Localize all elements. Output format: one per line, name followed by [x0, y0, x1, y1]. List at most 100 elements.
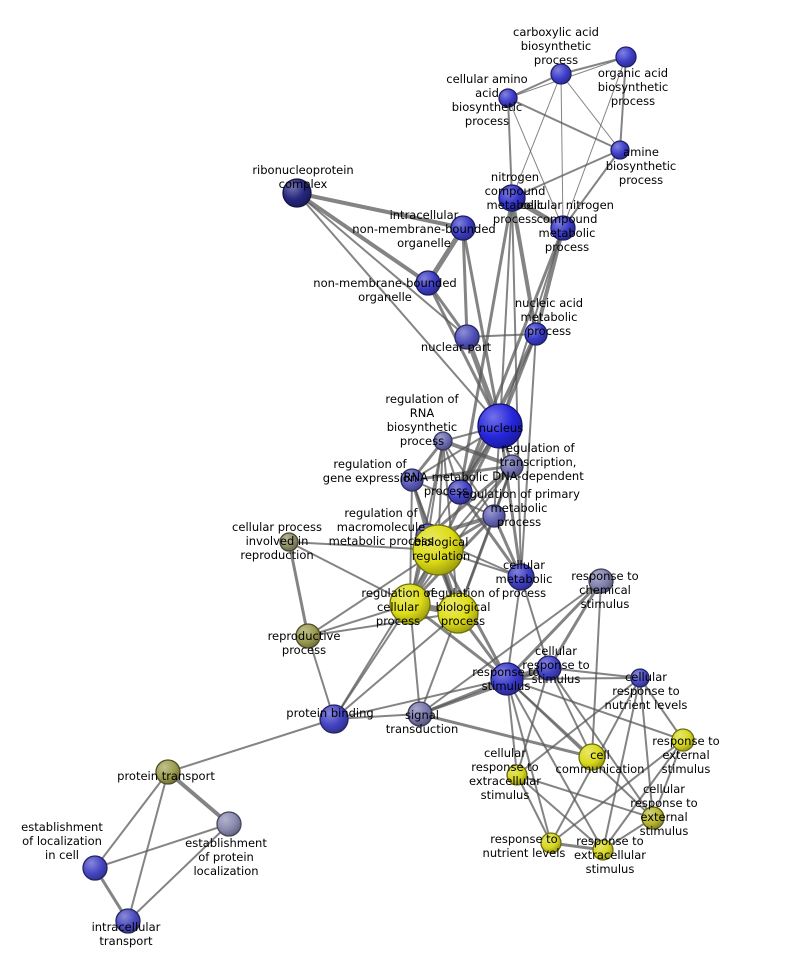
- node-est_protein_localization[interactable]: [216, 811, 242, 837]
- edge-carboxylic_acid--amine: [560, 73, 621, 151]
- edge-cellular_resp_stimulus--cell_communication: [548, 667, 593, 758]
- node-label-nucleus: nucleus: [479, 421, 523, 435]
- node-cellular_metabolic[interactable]: [507, 563, 535, 591]
- edge-organic_acid--cellular_nitrogen: [562, 56, 627, 229]
- node-reg_biological[interactable]: [437, 592, 479, 634]
- node-est_localization_cell[interactable]: [82, 855, 108, 881]
- node-cellular_resp_external[interactable]: [641, 806, 665, 830]
- node-reg_primary[interactable]: [482, 504, 506, 528]
- edge-protein_binding--reg_biological: [333, 612, 459, 720]
- node-cellular_resp_stimulus[interactable]: [536, 655, 562, 681]
- node-intracellular_transport[interactable]: [115, 908, 141, 934]
- node-cellular_amino[interactable]: [498, 88, 518, 108]
- node-nitrogen_compound[interactable]: [498, 184, 526, 212]
- node-resp_stimulus[interactable]: [490, 662, 524, 696]
- node-rna_metabolic[interactable]: [447, 479, 473, 505]
- edge-carboxylic_acid--nitrogen_compound: [511, 73, 562, 199]
- edge-resp_stimulus--cellular_resp_nutrient: [506, 677, 641, 680]
- edge-cellular_amino--amine: [507, 97, 621, 151]
- node-biological_regulation[interactable]: [412, 524, 464, 576]
- node-nucleus[interactable]: [477, 403, 523, 449]
- edge-signal_transduction--cell_communication: [418, 712, 594, 759]
- node-resp_chemical[interactable]: [588, 568, 614, 594]
- edge-ribonucleoprotein--nuclear_part: [296, 192, 468, 338]
- edge-protein_binding--reg_cellular: [333, 603, 411, 720]
- edge-resp_stimulus--resp_nutrient: [506, 678, 552, 844]
- edge-carboxylic_acid--organic_acid: [560, 56, 627, 75]
- node-reg_gene_expr[interactable]: [400, 468, 424, 492]
- node-resp_extracellular[interactable]: [592, 839, 614, 861]
- node-cellular_nitrogen[interactable]: [550, 215, 576, 241]
- edge-protein_transport--est_localization_cell: [94, 771, 169, 869]
- node-cellular_resp_extracellular[interactable]: [506, 764, 528, 786]
- edge-reg_transcription--reg_macromolecule: [426, 464, 514, 538]
- edge-reg_gene_expr--reg_cellular: [409, 479, 413, 605]
- node-nmb_organelle[interactable]: [415, 270, 441, 296]
- node-resp_nutrient[interactable]: [540, 832, 562, 854]
- node-reg_rna_biosynth[interactable]: [433, 431, 453, 451]
- edge-reproductive_process--biological_regulation: [307, 549, 439, 637]
- edge-cellular_resp_nutrient--cellular_resp_extracellular: [516, 677, 641, 776]
- node-organic_acid[interactable]: [615, 46, 637, 68]
- node-amine[interactable]: [610, 140, 630, 160]
- node-cell_proc_reproduction[interactable]: [279, 532, 299, 552]
- edge-cellular_metabolic--cellular_resp_stimulus: [520, 576, 550, 669]
- node-protein_binding[interactable]: [319, 704, 349, 734]
- edge-nmb_organelle--nucleus: [426, 281, 502, 428]
- edge-resp_chemical--cellular_resp_stimulus: [547, 579, 603, 670]
- edge-rna_metabolic--cellular_metabolic: [458, 490, 523, 579]
- edge-cellular_amino--cellular_nitrogen: [507, 97, 564, 229]
- edge-nucleus--cellular_metabolic: [498, 424, 523, 579]
- edge-protein_transport--intracellular_transport: [127, 771, 169, 922]
- node-label-protein_transport: protein transport: [117, 769, 215, 783]
- node-nucleic_acid[interactable]: [524, 322, 548, 346]
- edge-cellular_resp_extracellular--resp_nutrient: [516, 774, 552, 844]
- node-reg_cellular[interactable]: [389, 583, 431, 625]
- edge-cellular_metabolic--nitrogen_compound: [511, 197, 522, 578]
- node-signal_transduction[interactable]: [407, 701, 433, 727]
- node-intracellular_nmb_organelle[interactable]: [450, 215, 476, 241]
- edge-ribonucleoprotein--nmb_organelle: [295, 191, 430, 285]
- node-protein_transport[interactable]: [155, 759, 181, 785]
- edge-cellular_amino--nitrogen_compound: [507, 97, 513, 199]
- edge-cellular_resp_stimulus--cellular_resp_external: [548, 667, 654, 819]
- edge-resp_external--resp_extracellular: [602, 739, 684, 851]
- node-carboxylic_acid[interactable]: [550, 63, 572, 85]
- node-nuclear_part[interactable]: [454, 324, 480, 350]
- edge-resp_chemical--resp_stimulus: [505, 579, 603, 681]
- edge-protein_binding--biological_regulation: [333, 549, 439, 720]
- node-reg_transcription[interactable]: [500, 454, 524, 478]
- edge-amine--cellular_nitrogen: [562, 149, 621, 229]
- edge-intracellular_nmb_organelle--nuclear_part: [461, 226, 469, 339]
- edge-signal_transduction--resp_chemical: [419, 580, 602, 715]
- node-cellular_resp_nutrient[interactable]: [630, 668, 650, 688]
- edge-cellular_nitrogen--rna_metabolic: [458, 226, 565, 494]
- edge-cell_proc_reproduction--reg_cellular: [288, 541, 411, 605]
- edge-protein_transport--est_protein_localization: [166, 770, 231, 826]
- node-cell_communication[interactable]: [578, 743, 606, 771]
- node-ribonucleoprotein[interactable]: [282, 178, 312, 208]
- edge-cell_proc_reproduction--reproductive_process: [287, 540, 310, 638]
- node-resp_external[interactable]: [671, 728, 695, 752]
- node-reproductive_process[interactable]: [295, 623, 321, 649]
